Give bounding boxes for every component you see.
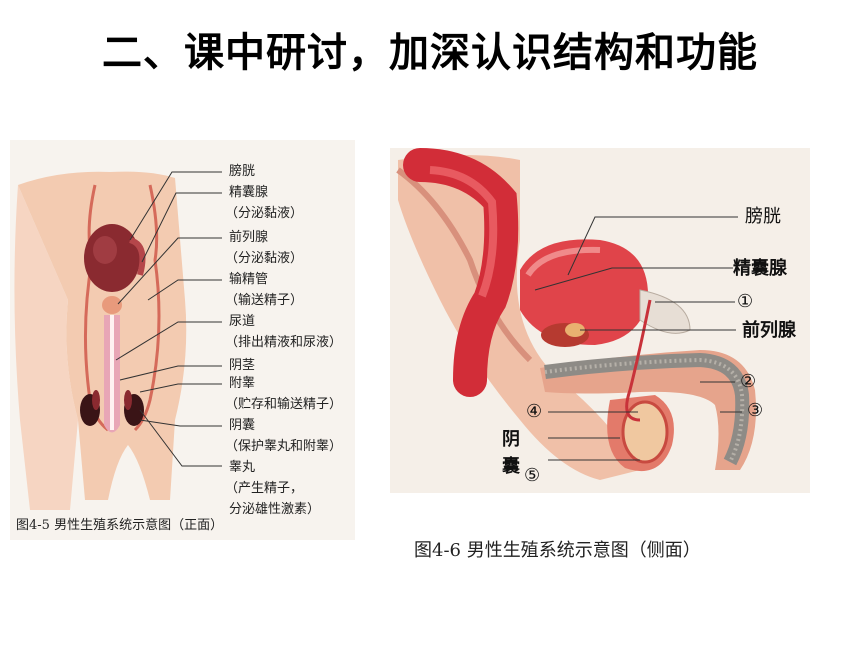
label-scrotum: 阴囊 (229, 418, 256, 433)
label-seminal-vesicle: 精囊腺 (229, 185, 269, 200)
slide-title: 二、课中研讨，加深认识结构和功能 (102, 30, 758, 76)
label-prostate-fn: （分泌黏液） (225, 251, 304, 266)
label-urethra: 尿道 (229, 314, 256, 329)
side-label-bladder: 膀胱 (745, 206, 781, 227)
side-label-scrotum-a: 阴 (502, 429, 520, 450)
caption-front: 图4-5 男性生殖系统示意图（正面） (16, 518, 224, 533)
label-penis: 阴茎 (229, 358, 256, 373)
label-vas-deferens-fn: （输送精子） (225, 293, 304, 308)
label-urethra-fn: （排出精液和尿液） (225, 335, 343, 350)
side-label-seminal-vesicle: 精囊腺 (733, 258, 787, 279)
caption-side: 图4-6 男性生殖系统示意图（侧面） (414, 540, 701, 561)
label-vas-deferens: 输精管 (229, 272, 269, 287)
label-testis: 睾丸 (229, 460, 256, 475)
side-marker-3: ③ (747, 400, 764, 421)
label-scrotum-fn: （保护睾丸和附睾） (225, 439, 343, 454)
label-testis-fn2: 分泌雄性激素） (229, 502, 321, 517)
label-prostate: 前列腺 (229, 230, 269, 245)
label-epididymis: 附睾 (229, 376, 256, 391)
label-bladder: 膀胱 (229, 164, 256, 179)
side-marker-4: ④ (526, 401, 543, 422)
label-seminal-vesicle-fn: （分泌黏液） (225, 206, 304, 221)
side-marker-5: ⑤ (524, 465, 541, 486)
label-epididymis-fn: （贮存和输送精子） (225, 397, 343, 412)
side-label-prostate: 前列腺 (742, 320, 796, 341)
side-marker-1: ① (737, 291, 754, 312)
label-testis-fn1: （产生精子， (225, 481, 304, 496)
side-label-scrotum-b: 囊 (502, 456, 520, 477)
side-marker-2: ② (740, 371, 757, 392)
